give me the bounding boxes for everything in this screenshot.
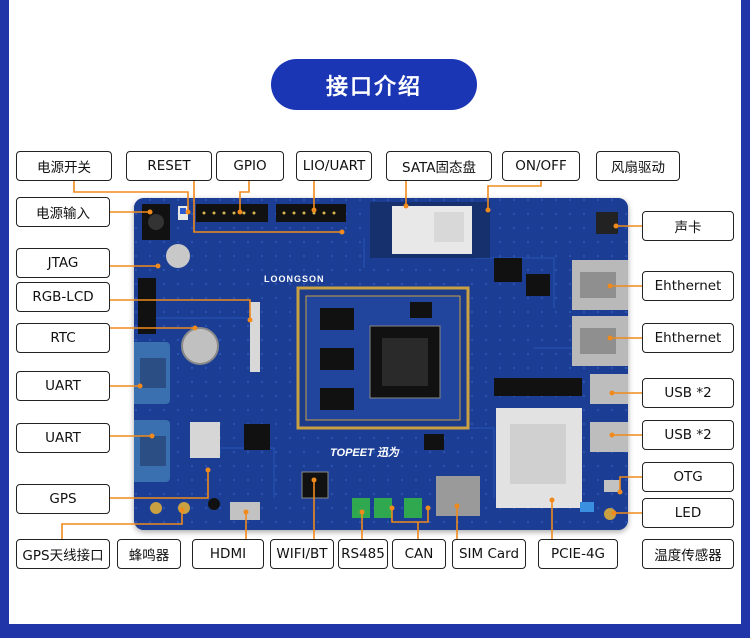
label-jtag: JTAG (16, 248, 110, 278)
label-reset: RESET (126, 151, 212, 181)
label-wifi-bt: WIFI/BT (270, 539, 334, 569)
bottom-frame-bar (0, 624, 750, 638)
label-power-switch: 电源开关 (16, 151, 112, 181)
label-hdmi: HDMI (192, 539, 264, 569)
label-on-off: ON/OFF (502, 151, 580, 181)
label-gps: GPS (16, 484, 110, 514)
label-sound-card: 声卡 (642, 211, 734, 241)
label-fan: 风扇驱动 (596, 151, 680, 181)
label-ethernet-2: Ehthernet (642, 323, 734, 353)
circuit-board: LOONGSON TOPEET 迅为 (134, 198, 628, 530)
label-gps-antenna: GPS天线接口 (16, 539, 110, 569)
label-temp-sensor: 温度传感器 (642, 539, 734, 569)
label-uart-1: UART (16, 371, 110, 401)
label-led: LED (642, 498, 734, 528)
label-buzzer: 蜂鸣器 (117, 539, 181, 569)
label-uart-2: UART (16, 423, 110, 453)
label-usb-1: USB *2 (642, 378, 734, 408)
label-ethernet-1: Ehthernet (642, 271, 734, 301)
label-rtc: RTC (16, 323, 110, 353)
left-frame-bar (0, 0, 9, 638)
label-rs485: RS485 (338, 539, 388, 569)
label-can: CAN (392, 539, 446, 569)
label-power-input: 电源输入 (16, 197, 110, 227)
board-illustration: LOONGSON TOPEET 迅为 (134, 198, 628, 530)
label-sata: SATA固态盘 (386, 151, 492, 181)
label-lio-uart: LIO/UART (296, 151, 372, 181)
page-title: 接口介绍 (271, 59, 477, 110)
label-gpio: GPIO (216, 151, 284, 181)
board-logo-text: TOPEET 迅为 (330, 446, 400, 459)
label-rgb-lcd: RGB-LCD (16, 282, 110, 312)
board-brand-text: LOONGSON (264, 274, 325, 284)
label-sim-card: SIM Card (452, 539, 526, 569)
label-otg: OTG (642, 462, 734, 492)
right-frame-bar (741, 0, 750, 638)
label-usb-2: USB *2 (642, 420, 734, 450)
label-pcie-4g: PCIE-4G (538, 539, 618, 569)
